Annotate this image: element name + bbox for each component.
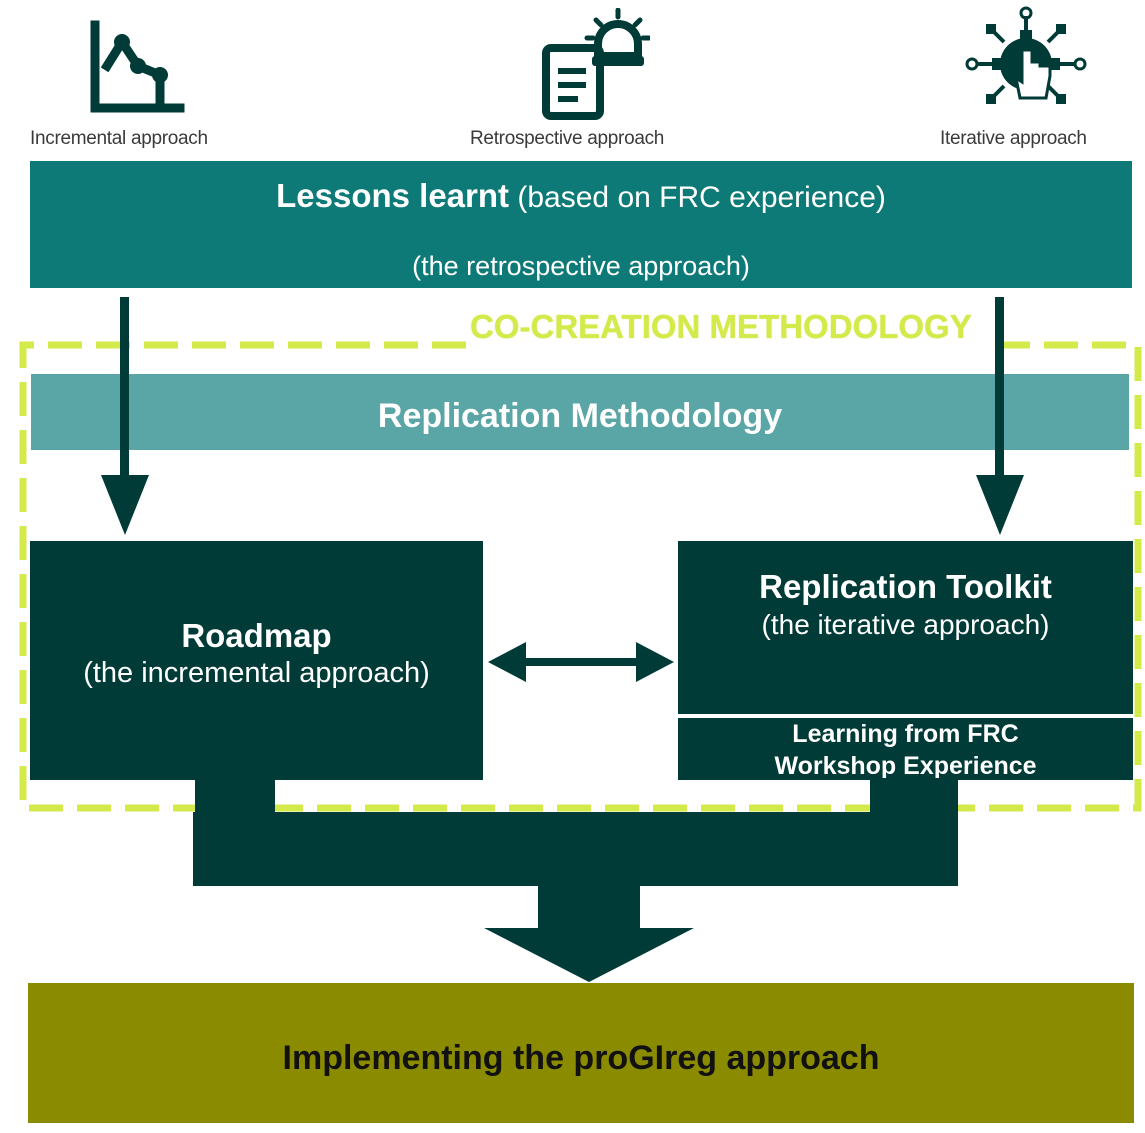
left-down-arrow (101, 297, 149, 535)
replication-methodology-bar: Replication Methodology (31, 374, 1129, 450)
implementing-banner: Implementing the proGIreg approach (28, 983, 1134, 1123)
lessons-learnt-subtitle: (based on FRC experience) (517, 181, 886, 214)
roadmap-box: Roadmap (the incremental approach) (30, 541, 483, 780)
retrospective-document-icon (542, 8, 650, 120)
incremental-approach-label: Incremental approach (30, 128, 208, 149)
workshop-line-2: Workshop Experience (774, 752, 1037, 780)
co-creation-title: CO-CREATION METHODOLOGY (470, 308, 972, 345)
replication-toolkit-subtitle: (the iterative approach) (761, 609, 1050, 640)
replication-toolkit-box: Replication Toolkit (the iterative appro… (678, 541, 1133, 714)
workshop-line-1: Learning from FRC (792, 720, 1019, 748)
lessons-learnt-banner: Lessons learnt (based on FRC experience)… (30, 161, 1132, 288)
replication-toolkit-title: Replication Toolkit (759, 568, 1052, 605)
workshop-experience-box: Learning from FRC Workshop Experience (678, 718, 1133, 780)
iterative-gear-hand-icon (965, 6, 1087, 104)
right-down-arrow (976, 297, 1024, 535)
merge-down-arrow (193, 778, 958, 982)
roadmap-title: Roadmap (181, 617, 332, 654)
lessons-learnt-note: (the retrospective approach) (412, 251, 750, 281)
lessons-learnt-title: Lessons learnt (276, 177, 510, 214)
roadmap-subtitle: (the incremental approach) (83, 657, 430, 689)
iterative-approach-label: Iterative approach (940, 128, 1087, 149)
retrospective-approach-label: Retrospective approach (470, 128, 665, 149)
incremental-chart-icon (90, 20, 185, 113)
bidirectional-arrow (488, 642, 674, 682)
